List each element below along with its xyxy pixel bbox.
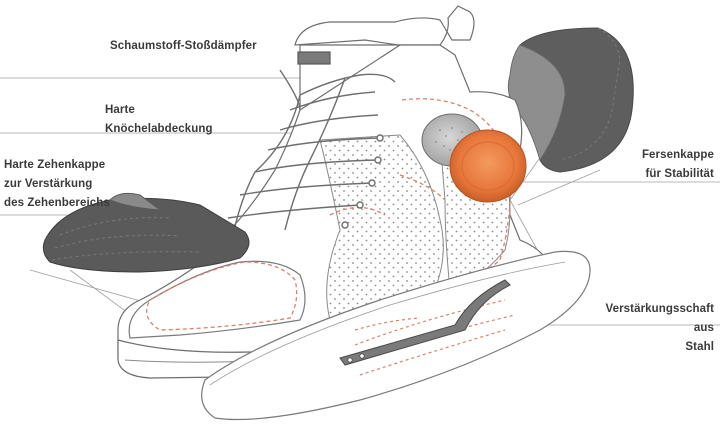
label-ankle-cover: Harte Knöchelabdeckung — [105, 104, 213, 135]
toe-cap-piece — [42, 192, 250, 273]
shoe-laces — [227, 69, 396, 241]
label-steel-shank: Verstärkungsschaft aus Stahl — [605, 303, 714, 353]
heel-cap-piece — [507, 27, 634, 173]
label-foam-damper: Schaumstoff-Stoßdämpfer — [110, 40, 257, 52]
insole-piece — [201, 250, 591, 421]
ankle-pads — [421, 113, 527, 203]
label-heel-cap: Fersenkappe für Stabilität — [641, 149, 714, 180]
label-toe-cap: Harte Zehenkappe zur Verstärkung des Zeh… — [4, 159, 110, 209]
